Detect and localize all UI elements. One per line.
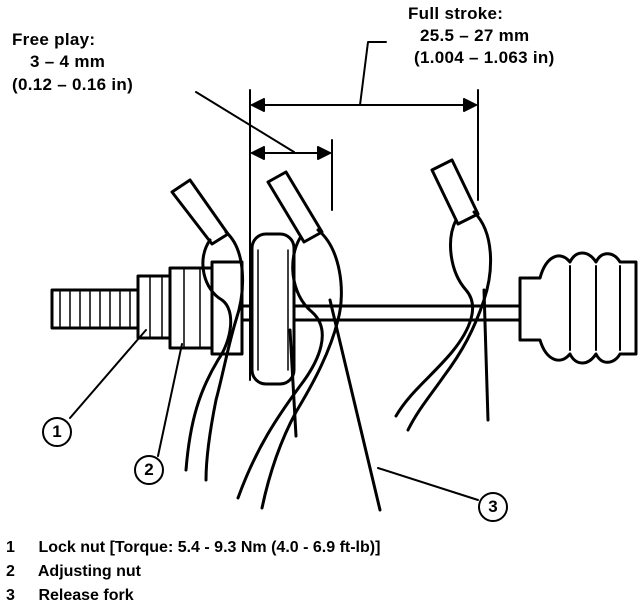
legend-number: 2 — [6, 563, 15, 580]
legend-item-release-fork: 3 Release fork — [6, 584, 380, 608]
full-stroke-imperial: (1.004 – 1.063 in) — [414, 48, 555, 67]
callout-1: 1 — [42, 417, 72, 447]
legend-item-adjusting-nut: 2 Adjusting nut — [6, 560, 380, 584]
legend-label: Release fork — [38, 587, 134, 604]
spring-collar — [250, 232, 296, 386]
free-play-title: Free play: — [12, 30, 96, 49]
clutch-release-diagram — [50, 41, 638, 512]
callout-leaders — [69, 329, 479, 501]
legend-item-lock-nut: 1 Lock nut [Torque: 5.4 - 9.3 Nm (4.0 - … — [6, 536, 380, 560]
release-fork-position-a — [170, 178, 245, 482]
parts-legend: 1 Lock nut [Torque: 5.4 - 9.3 Nm (4.0 - … — [6, 536, 380, 608]
free-play-value: 3 – 4 mm — [30, 52, 106, 71]
callout-2: 2 — [134, 455, 164, 485]
legend-label: Adjusting nut — [37, 563, 141, 580]
legend-torque-note: [Torque: 5.4 - 9.3 Nm (4.0 - 6.9 ft-lb)] — [109, 539, 381, 556]
legend-number: 3 — [6, 587, 15, 604]
lock-nut — [136, 274, 174, 340]
full-stroke-title: Full stroke: — [408, 4, 504, 23]
free-play-imperial: (0.12 – 0.16 in) — [12, 75, 134, 94]
threaded-rod — [50, 288, 542, 330]
release-fork-position-b — [236, 170, 382, 512]
legend-number: 1 — [6, 539, 15, 556]
callout-3: 3 — [478, 492, 508, 522]
rubber-boot — [518, 251, 638, 365]
dimension-lines — [195, 41, 479, 381]
full-stroke-value: 25.5 – 27 mm — [420, 26, 530, 45]
legend-label: Lock nut — [38, 539, 106, 556]
release-fork-position-c — [394, 158, 493, 432]
